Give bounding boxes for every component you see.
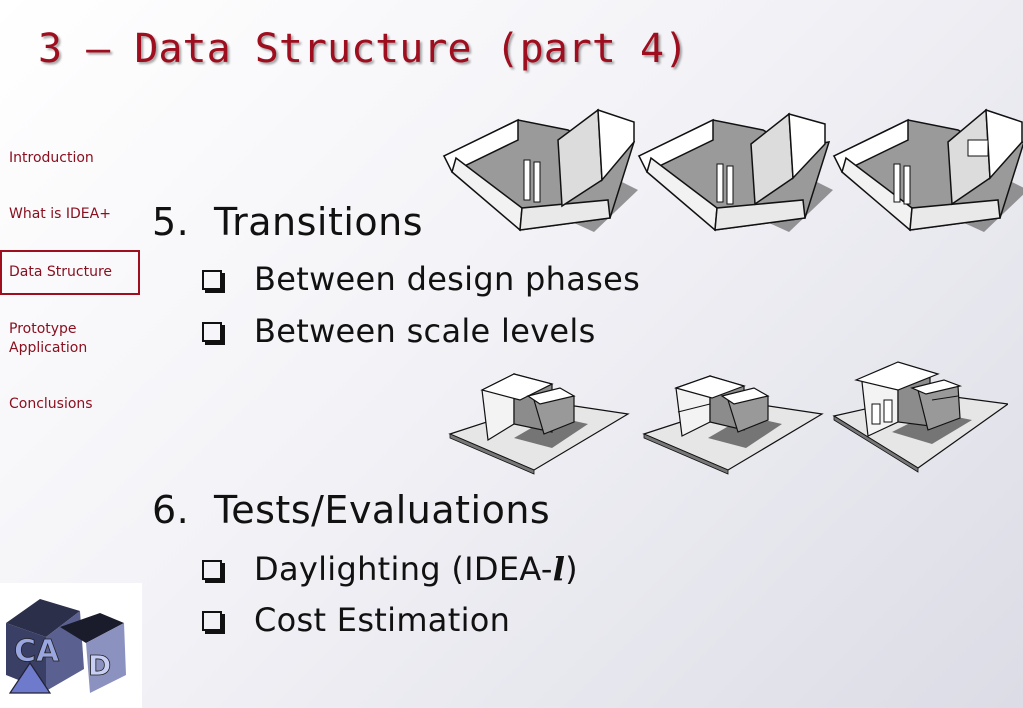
bullet-daylighting-italic: l [552,550,566,588]
building-model-2-icon [642,375,824,475]
checkbox-bullet-icon [202,560,222,580]
svg-text:D: D [88,649,111,682]
bullet-between-design-phases: Between design phases [254,260,641,298]
section-heading-tests: 6. Tests/Evaluations [152,488,550,532]
nav-item-prototype-application[interactable]: Prototype Application [9,321,88,356]
section-number: 6. [152,488,190,532]
section-heading-transitions: 5. Transitions [152,200,423,244]
section-number: 5. [152,200,190,244]
section-heading-text: Tests/Evaluations [214,488,551,532]
nav-item-label: Data Structure [9,264,113,280]
building-model-1-icon [448,373,630,475]
bullet-daylighting: Daylighting (IDEA-l) [254,550,578,588]
room-model-2-icon [637,112,833,232]
slide-title: 3 – Data Structure (part 4) [38,26,689,72]
building-model-3-icon [832,361,1008,473]
building-models-illustration [448,361,1008,475]
checkbox-bullet-icon [202,322,222,342]
nav-item-data-structure[interactable]: Data Structure [0,250,140,295]
bullet-cost-estimation: Cost Estimation [254,601,511,639]
room-models-illustration [442,108,1023,232]
nav-item-introduction[interactable]: Introduction [9,150,94,166]
checkbox-bullet-icon [202,611,222,631]
cad-logo-icon: CA D [0,583,142,708]
svg-text:CA: CA [14,634,60,669]
bullet-between-scale-levels: Between scale levels [254,312,596,350]
checkbox-bullet-icon [202,270,222,290]
section-heading-text: Transitions [214,200,424,244]
bullet-daylighting-text: Daylighting (IDEA- [254,550,553,588]
room-model-3-icon [832,108,1023,232]
room-model-1-icon [442,108,638,232]
nav-item-conclusions[interactable]: Conclusions [9,396,93,412]
bullet-daylighting-close: ) [565,550,578,588]
nav-item-what-is-idea[interactable]: What is IDEA+ [9,206,111,222]
